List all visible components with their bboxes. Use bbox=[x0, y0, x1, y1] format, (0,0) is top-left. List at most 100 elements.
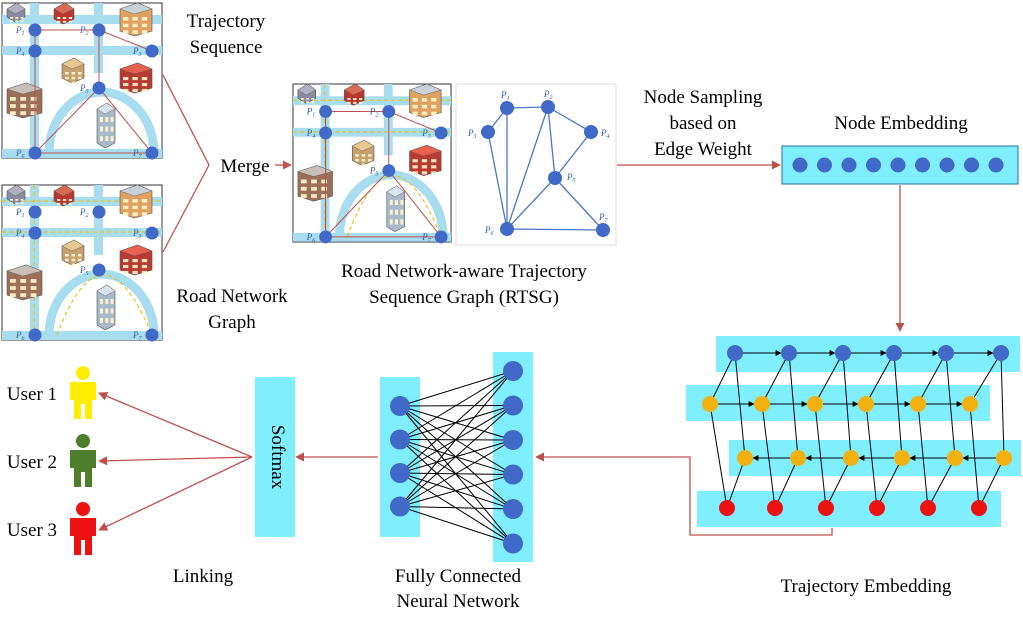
building-icon bbox=[6, 184, 26, 208]
embedding-node bbox=[890, 157, 906, 173]
trajectory-embedding-label: Trajectory Embedding bbox=[781, 576, 952, 597]
trajectory-node bbox=[737, 450, 753, 466]
map-node bbox=[92, 23, 106, 37]
road-network-graph-label-2: Graph bbox=[208, 312, 256, 333]
fcnn-label-1: Fully Connected bbox=[395, 566, 522, 587]
building-icon bbox=[53, 2, 75, 27]
user-label: User 3 bbox=[7, 520, 57, 541]
vertical-link bbox=[876, 457, 903, 509]
fc-hidden-node bbox=[503, 430, 523, 450]
vertical-link bbox=[814, 352, 844, 405]
fc-input-node bbox=[390, 496, 410, 517]
map-node bbox=[145, 44, 159, 58]
fc-edge bbox=[399, 370, 514, 440]
road-network-graph-label-1: Road Network bbox=[176, 286, 288, 307]
arrow-to-user-3 bbox=[98, 456, 253, 531]
embedding-node bbox=[792, 157, 808, 173]
fc-hidden-node bbox=[503, 464, 523, 485]
fc-edge bbox=[399, 506, 514, 544]
trajectory-node bbox=[938, 345, 954, 361]
building-icon bbox=[6, 2, 26, 26]
fc-input-node bbox=[390, 429, 410, 450]
building-icon bbox=[408, 83, 442, 118]
trajectory-sequence-label-2: Sequence bbox=[190, 37, 263, 58]
vertical-link bbox=[1000, 352, 1005, 459]
graph-edge bbox=[506, 106, 549, 230]
fc-input-node bbox=[390, 396, 410, 416]
fc-edge bbox=[399, 405, 514, 507]
map-node-label: P5 bbox=[79, 265, 89, 277]
fc-input-node bbox=[390, 463, 410, 483]
trajectory-node bbox=[971, 500, 987, 516]
fully-connected-network bbox=[380, 352, 533, 562]
node-embedding-label: Node Embedding bbox=[834, 113, 968, 134]
fc-hidden-node bbox=[503, 533, 523, 554]
trajectory-segment bbox=[98, 87, 153, 154]
vertical-link bbox=[842, 352, 852, 459]
building-icon bbox=[61, 239, 85, 267]
map-node-label: P3 bbox=[132, 228, 142, 240]
fc-edge bbox=[399, 370, 514, 507]
map-node-label: P1 bbox=[15, 207, 25, 219]
road-v-2 bbox=[94, 185, 103, 255]
graph-node-label: P1 bbox=[500, 90, 510, 102]
map-node-label: P2 bbox=[369, 107, 379, 119]
map-node-label: P2 bbox=[79, 207, 89, 219]
factory-icon bbox=[6, 82, 43, 119]
map-node-label: P6 bbox=[306, 232, 316, 244]
building-icon bbox=[61, 57, 85, 85]
trajectory-node bbox=[818, 500, 834, 516]
vertical-link bbox=[761, 352, 790, 405]
map-node-label: P3 bbox=[421, 128, 431, 140]
map-node bbox=[434, 126, 448, 140]
trajectory-node bbox=[781, 345, 797, 361]
building-icon bbox=[351, 139, 375, 167]
embedding-node bbox=[866, 157, 881, 173]
rtsg-graph-frame bbox=[455, 83, 617, 246]
user-label: User 1 bbox=[7, 384, 57, 405]
softmax-box bbox=[255, 377, 295, 537]
trajectory-node bbox=[886, 345, 902, 361]
vertical-link bbox=[865, 352, 895, 405]
graph-edge bbox=[487, 131, 508, 230]
map-node bbox=[28, 328, 42, 342]
graph-node bbox=[596, 223, 610, 237]
road-h-top bbox=[2, 15, 162, 24]
embedding-band bbox=[716, 336, 1020, 372]
fc-edge bbox=[399, 370, 514, 474]
vertical-link bbox=[734, 352, 746, 459]
embedding-node bbox=[915, 157, 930, 173]
embedding-node bbox=[841, 157, 857, 173]
vertical-link bbox=[917, 403, 929, 509]
map-node-label: P2 bbox=[79, 25, 89, 37]
trajectory-node bbox=[993, 345, 1009, 361]
graph-node-label: P2 bbox=[543, 89, 553, 101]
rtsg-label-1: Road Network-aware Trajectory bbox=[341, 261, 587, 282]
trajectory-node bbox=[962, 396, 978, 412]
embedding-node bbox=[988, 157, 1004, 173]
vertical-link bbox=[927, 457, 956, 509]
fcnn-label-2: Neural Network bbox=[397, 591, 520, 612]
trajectory-node bbox=[947, 450, 963, 466]
linking-label: Linking bbox=[173, 566, 234, 587]
map-node bbox=[145, 226, 159, 240]
tower-icon bbox=[386, 185, 405, 233]
graph-node bbox=[541, 100, 555, 114]
road-h-2 bbox=[2, 46, 162, 55]
vertical-link bbox=[774, 457, 799, 509]
map-node bbox=[92, 81, 106, 95]
graph-edge bbox=[554, 177, 604, 231]
user-3: User 3 bbox=[7, 502, 96, 555]
user-1: User 1 bbox=[7, 366, 96, 419]
trajectory-node bbox=[910, 396, 926, 412]
map-node-label: P4 bbox=[15, 228, 25, 240]
trajectory-node bbox=[920, 500, 936, 516]
graph-node bbox=[548, 171, 562, 185]
map-node-label: P7 bbox=[421, 232, 432, 244]
vertical-link bbox=[726, 457, 746, 509]
vertical-link bbox=[814, 403, 827, 509]
map-node-label: P3 bbox=[132, 46, 142, 58]
vertical-link bbox=[788, 352, 799, 459]
